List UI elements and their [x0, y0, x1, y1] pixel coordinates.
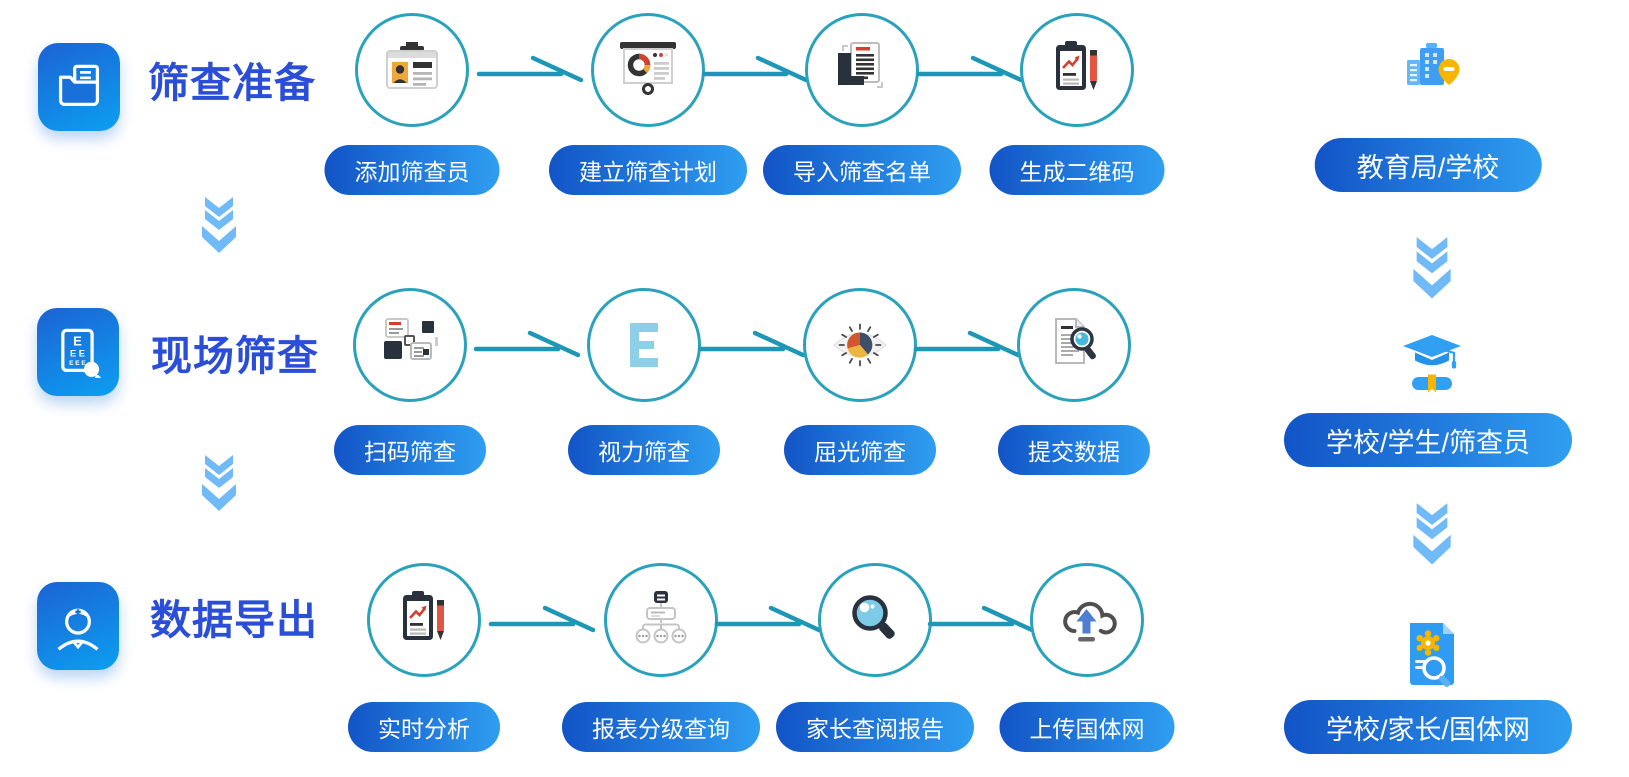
letter-e-icon [587, 288, 701, 402]
step-label-pill: 生成二维码 [989, 145, 1165, 195]
step-label-pill: 提交数据 [998, 425, 1150, 475]
clipboard-trend-pencil-icon [1020, 13, 1134, 127]
step-label-pill: 导入筛查名单 [763, 145, 961, 195]
step-label-pill: 实时分析 [348, 702, 500, 752]
flow-arrow-icon [701, 55, 809, 83]
svg-text:E: E [73, 334, 82, 349]
svg-text:E E: E E [70, 348, 85, 358]
step-label-pill: 视力筛查 [568, 425, 720, 475]
flow-arrow-icon [913, 330, 1021, 358]
document-stack-icon [805, 13, 919, 127]
document-search-icon [1403, 620, 1461, 688]
graduation-cap-icon [1399, 330, 1465, 396]
step-label-pill: 添加筛查员 [324, 145, 500, 195]
chevron-down-icon [202, 455, 236, 511]
qr-blocks-icon [353, 288, 467, 402]
role-label-pill: 教育局/学校 [1314, 138, 1542, 192]
document-magnifier-icon [1017, 288, 1131, 402]
svg-text:E E E: E E E [69, 360, 86, 367]
cloud-upload-icon [1030, 563, 1144, 677]
row-title: 现场筛查 [151, 333, 319, 379]
role-label-pill: 学校/家长/国体网 [1283, 700, 1573, 754]
step-label-pill: 建立筛查计划 [549, 145, 747, 195]
eye-pie-chart-icon [803, 288, 917, 402]
flow-arrow-icon [698, 330, 806, 358]
step-label-pill: 屈光筛查 [784, 425, 936, 475]
chevron-down-icon [1413, 237, 1451, 299]
flow-arrow-icon [473, 330, 581, 358]
hierarchy-tree-icon [604, 563, 718, 677]
step-label-pill: 家长查阅报告 [776, 702, 974, 752]
step-label-pill: 扫码筛查 [334, 425, 486, 475]
chevron-down-icon [202, 197, 236, 253]
eye-chart-magnifier-icon: E E E E E E [37, 308, 119, 396]
role-label-pill: 学校/学生/筛查员 [1283, 413, 1573, 467]
flow-arrow-icon [916, 55, 1024, 83]
clipboard-trend-pencil-icon [367, 563, 481, 677]
folder-documents-icon [38, 43, 120, 131]
id-badge-icon [355, 13, 469, 127]
flow-arrow-icon [714, 605, 822, 633]
flow-arrow-icon [476, 55, 584, 83]
step-label-pill: 报表分级查询 [562, 702, 760, 752]
magnifier-icon [818, 563, 932, 677]
chevron-down-icon [1413, 503, 1451, 565]
doctor-icon [37, 582, 119, 670]
row-title: 数据导出 [150, 597, 318, 643]
flow-arrow-icon [488, 605, 596, 633]
step-label-pill: 上传国体网 [999, 702, 1175, 752]
flow-arrow-icon [927, 605, 1035, 633]
row-title: 筛查准备 [148, 60, 316, 106]
building-location-icon [1398, 36, 1466, 104]
presentation-chart-icon [591, 13, 705, 127]
